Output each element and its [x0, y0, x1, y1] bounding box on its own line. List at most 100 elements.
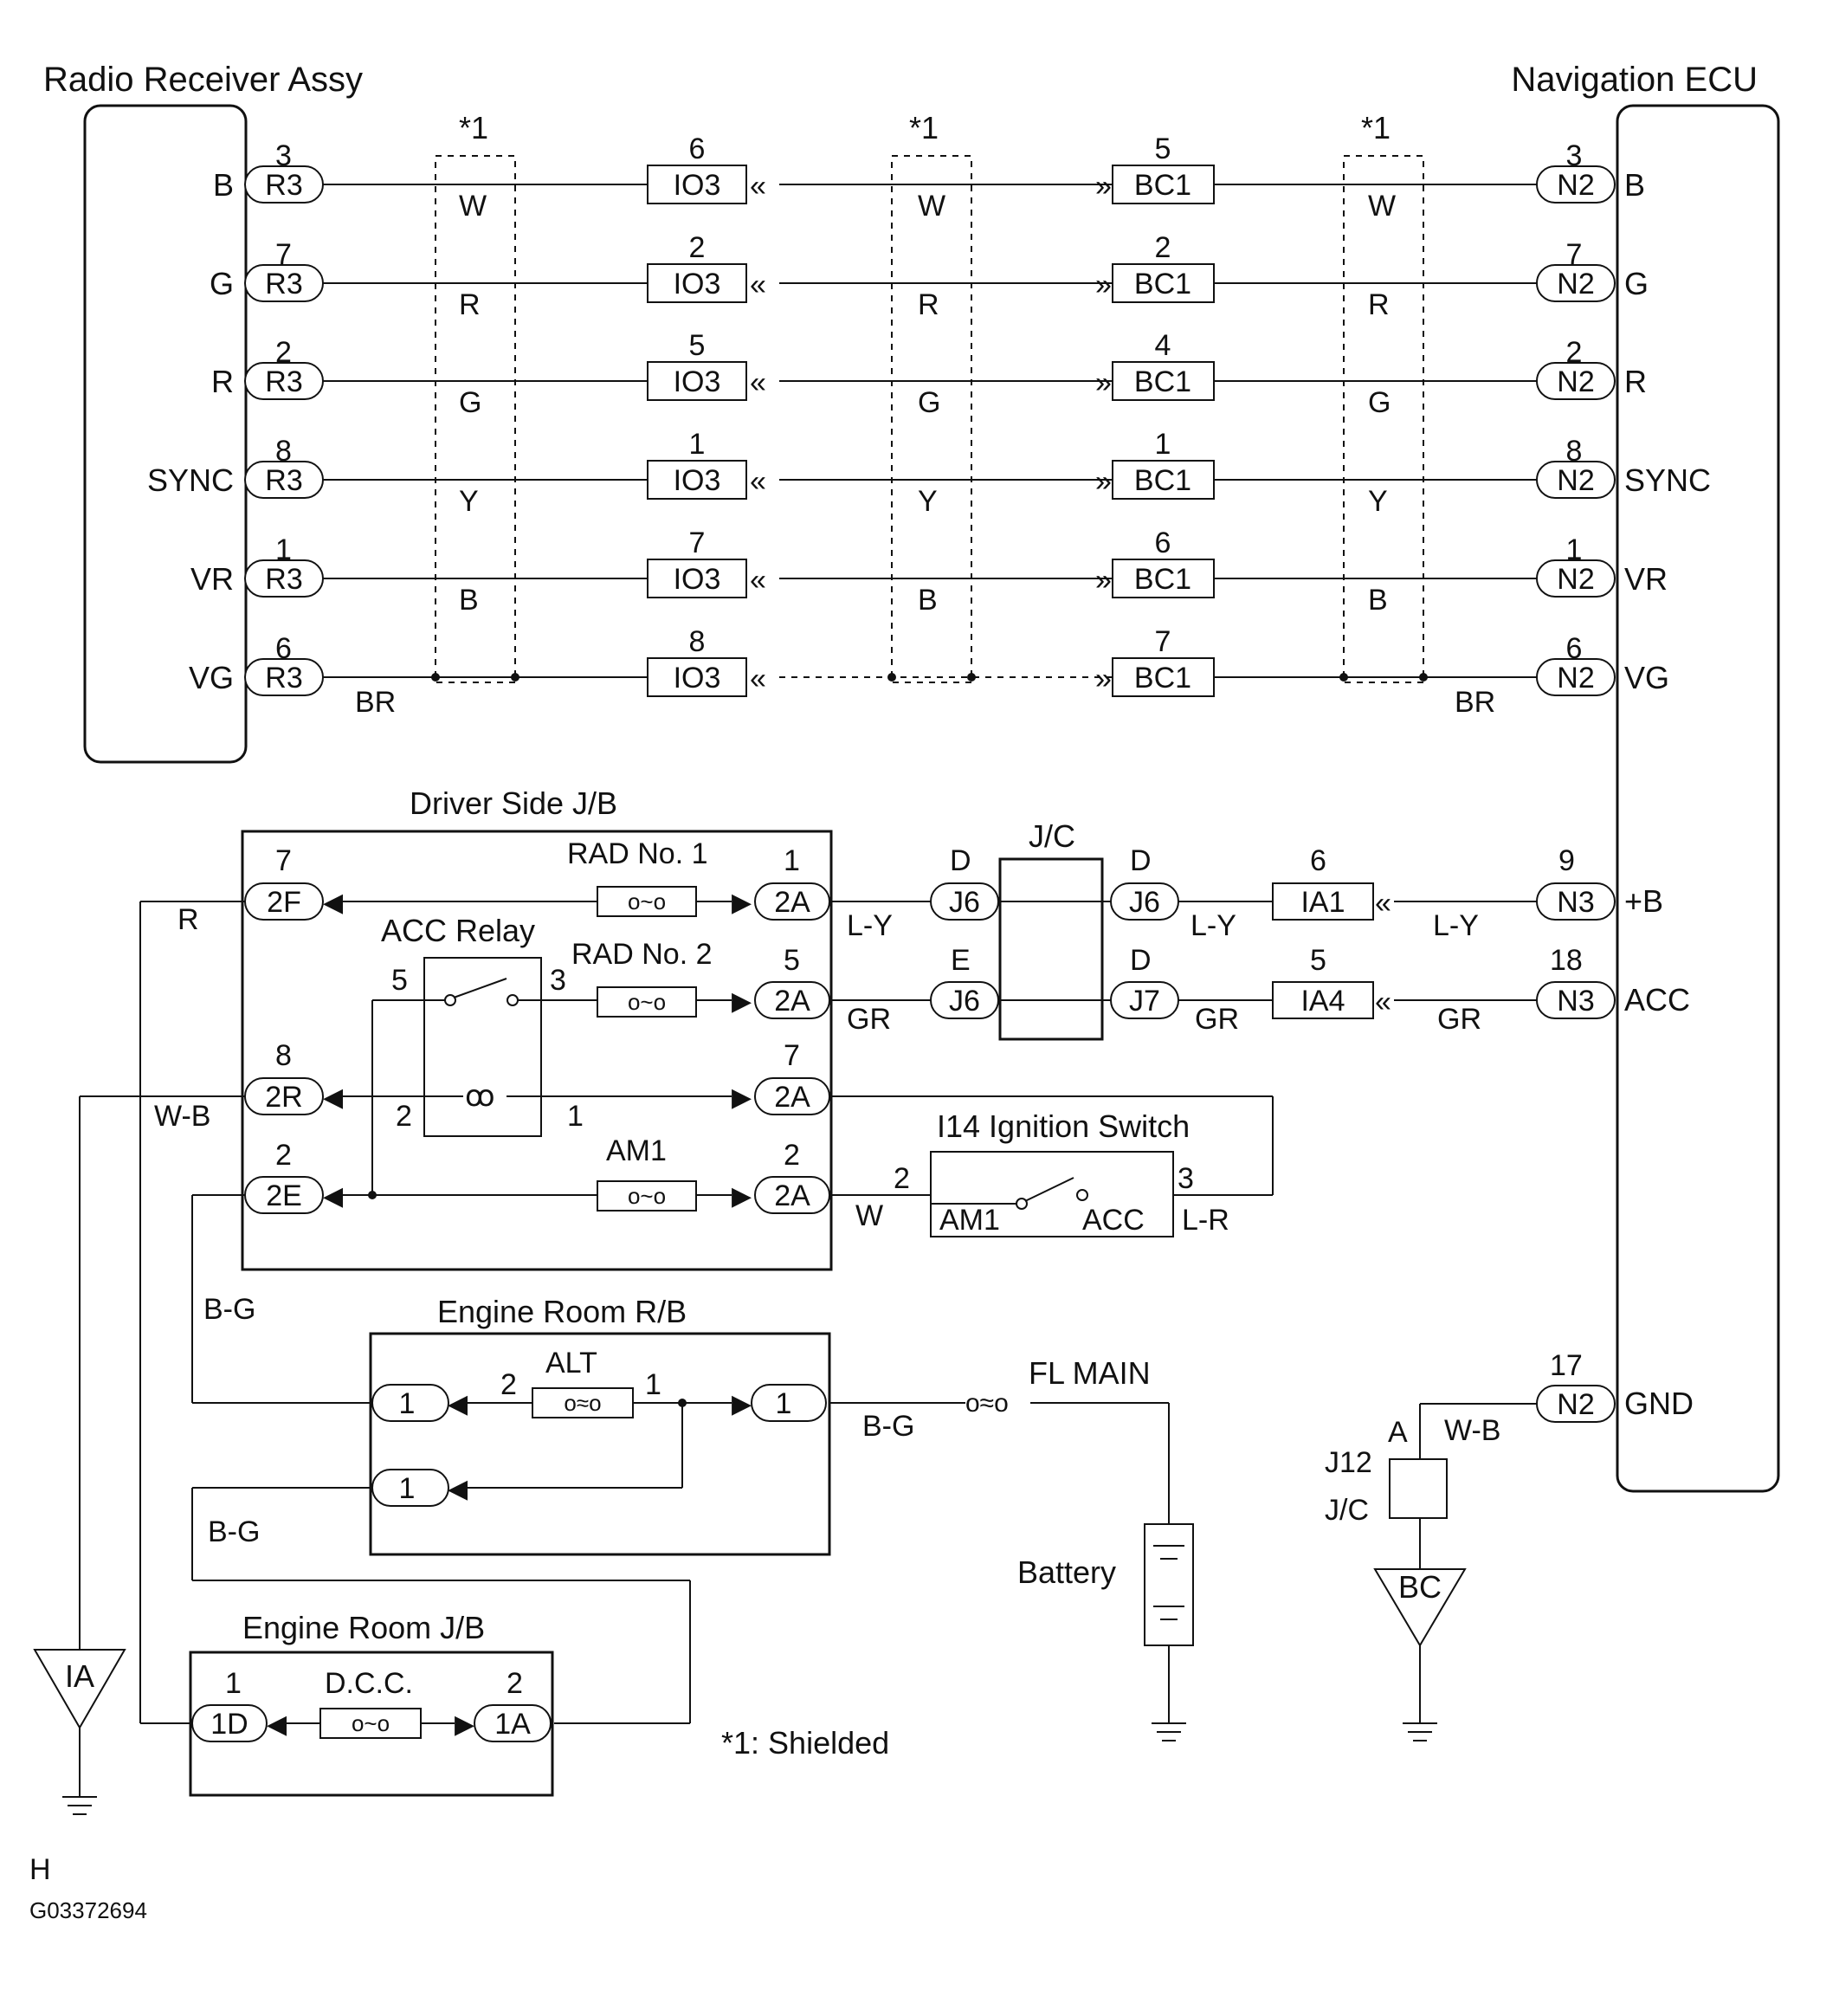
io3-label-g: IO3: [674, 268, 721, 300]
jb-2e-pin: 2: [275, 1139, 292, 1172]
radio-pin-g: 7: [275, 238, 292, 271]
ejb-pin-right: 2: [507, 1667, 523, 1700]
wire-color-1-b: W: [459, 190, 487, 223]
io3-arrow-b: «: [750, 170, 766, 203]
j12-pin-a: A: [1388, 1416, 1408, 1449]
nav-connector-sync: [1536, 461, 1616, 499]
wire-color-1-g: R: [459, 288, 481, 321]
relay-coil-pin2: 2: [396, 1100, 412, 1133]
wire-color-2-r: G: [918, 386, 940, 419]
rad2-fuse: [597, 986, 697, 1018]
relay-coil-symbol: ꝏ: [465, 1080, 495, 1113]
radio-conn-label-r: R3: [265, 365, 302, 398]
am1-fuse: [597, 1180, 697, 1212]
j6-right-pin: D: [1130, 844, 1152, 877]
bc1-arrow-b: »: [1095, 170, 1112, 203]
shield-box-3: [1343, 155, 1424, 683]
radio-receiver-title: Radio Receiver Assy: [43, 61, 363, 99]
io3-connector-r: [647, 361, 747, 401]
jb-2a-pin7: 7: [784, 1039, 800, 1072]
io3-arrow-vr: «: [750, 564, 766, 597]
wire-color-2-vr: B: [918, 584, 938, 617]
shield-mark-2: *1: [909, 110, 939, 145]
bc1-arrow-r: »: [1095, 366, 1112, 399]
dcc-fuse-symbol: o~o: [352, 1710, 390, 1736]
io3-connector-b: [647, 165, 747, 204]
wire-wb-gnd: W-B: [1444, 1414, 1500, 1447]
alt-label: ALT: [545, 1347, 597, 1380]
nav-plus-b-label: +B: [1624, 883, 1663, 919]
nav-pin-sync: 8: [1566, 435, 1583, 468]
jb-2a-conn1-label: 2A: [774, 886, 810, 919]
ia4-connector: [1272, 981, 1374, 1019]
io3-arrow-r: «: [750, 366, 766, 399]
jc-title: J/C: [1029, 818, 1075, 854]
rad1-fuse-symbol: o~o: [628, 888, 666, 914]
wire-color-1-r: G: [459, 386, 481, 419]
nav-pin-vg: 6: [1566, 632, 1583, 665]
radio-signal-r: R: [211, 364, 234, 399]
rad2-label: RAD No. 2: [571, 938, 713, 971]
bc1-arrow-sync: »: [1095, 465, 1112, 498]
nav-connector-vr: [1536, 559, 1616, 598]
radio-receiver-body: [83, 104, 248, 764]
radio-signal-vg: VG: [189, 660, 234, 695]
j6-e-pin: E: [951, 944, 971, 977]
wire-bg-1: B-G: [203, 1293, 255, 1326]
wire-color-left-vg: BR: [355, 686, 396, 719]
rb-connector-2-label: 1: [776, 1387, 792, 1420]
io3-arrow-vg: «: [750, 662, 766, 695]
bc1-connector-g: [1112, 263, 1215, 303]
rb-arrow-3: ◀: [448, 1475, 468, 1503]
ejb-arrow-left: ◀: [267, 1710, 287, 1739]
bc1-arrow-vg: »: [1095, 662, 1112, 695]
jb-2a-pin5: 5: [784, 944, 800, 977]
wire-color-1-sync: Y: [459, 485, 479, 518]
wire-color-1-vr: B: [459, 584, 479, 617]
shield-mark-3: *1: [1361, 110, 1391, 145]
jb-2f-arrow: ◀: [323, 888, 343, 917]
nav-connector-g: [1536, 264, 1616, 302]
shield-junction-dot: [887, 673, 896, 682]
n3-connector-acc: [1536, 981, 1616, 1019]
rad2-fuse-symbol: o~o: [628, 989, 666, 1015]
ejb-1d-label: 1D: [210, 1708, 248, 1741]
wire-color-3-vr: B: [1368, 584, 1388, 617]
wire-color-right-vg: BR: [1455, 686, 1495, 719]
wire-gr-3: GR: [1437, 1003, 1481, 1036]
jb-2a-conn4-label: 2A: [774, 1179, 810, 1212]
footer-h: H: [29, 1853, 51, 1886]
radio-pin-sync: 8: [275, 435, 292, 468]
radio-signal-vr: VR: [190, 561, 234, 597]
bc1-label-r: BC1: [1134, 365, 1191, 398]
io3-pin-b: 6: [689, 132, 706, 165]
wire-w-label: W: [855, 1199, 883, 1232]
wire-color-3-sync: Y: [1368, 485, 1388, 518]
ground-ia-icon: [33, 1649, 126, 1815]
j6-right-label: J6: [1129, 886, 1160, 919]
am1-fuse-label: AM1: [606, 1134, 667, 1167]
rad2-arrow: ▶: [732, 987, 752, 1016]
bc1-connector-b: [1112, 165, 1215, 204]
ia4-label: IA4: [1300, 985, 1345, 1018]
shield-mark-1: *1: [459, 110, 488, 145]
rb-arrow-2: ▶: [732, 1390, 752, 1418]
am1-fuse-symbol: o~o: [628, 1183, 666, 1209]
ejb-connector-1a: [474, 1704, 552, 1742]
jb-2f-conn-label: 2F: [267, 886, 301, 919]
ia1-label: IA1: [1300, 886, 1345, 919]
io3-arrow-sync: «: [750, 465, 766, 498]
radio-conn-label-vr: R3: [265, 563, 302, 596]
io3-pin-vg: 8: [689, 625, 706, 658]
wire-lr-label: L-R: [1182, 1204, 1229, 1237]
shield-junction-dot: [431, 673, 440, 682]
alt-fuse: [532, 1387, 634, 1418]
engine-rb-box: [369, 1332, 831, 1556]
n3-acc-label: N3: [1557, 985, 1594, 1018]
jb-2a-pin1: 1: [784, 844, 800, 877]
shield-junction-dot: [511, 673, 519, 682]
bc1-pin-g: 2: [1155, 231, 1171, 264]
ign-switch-box: [930, 1151, 1174, 1237]
n3-pin-18: 18: [1550, 944, 1583, 977]
